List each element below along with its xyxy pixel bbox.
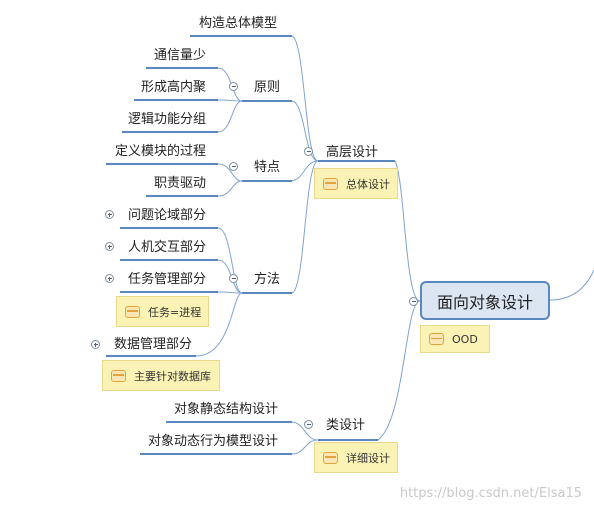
high-level-note[interactable]: 总体设计 <box>314 168 398 199</box>
collapse-icon[interactable] <box>409 297 418 306</box>
method-item[interactable]: 人机交互部分 <box>128 240 207 255</box>
principle-item[interactable]: 通信量少 <box>154 48 207 63</box>
principles-node[interactable]: 原则 <box>254 80 281 95</box>
connector-root-class <box>377 300 421 441</box>
note-icon <box>323 177 338 190</box>
principle-item[interactable]: 逻辑功能分组 <box>128 112 207 127</box>
connector-high-principles <box>291 100 319 162</box>
expand-icon[interactable] <box>91 340 100 349</box>
expand-icon[interactable] <box>105 242 114 251</box>
class-item[interactable]: 对象动态行为模型设计 <box>148 434 279 449</box>
feature-item[interactable]: 职责驱动 <box>154 176 207 191</box>
class-item[interactable]: 对象静态结构设计 <box>174 402 279 417</box>
method-item[interactable]: 数据管理部分 <box>114 337 193 352</box>
collapse-icon[interactable] <box>229 274 238 283</box>
connector-high-methods <box>291 160 319 294</box>
principle-item[interactable]: 形成高内聚 <box>141 80 207 95</box>
expand-icon[interactable] <box>105 274 114 283</box>
features-node[interactable]: 特点 <box>254 160 281 175</box>
construct-model[interactable]: 构造总体模型 <box>199 16 278 31</box>
branch-high-level[interactable]: 高层设计 <box>326 145 379 160</box>
feature-item[interactable]: 定义模块的过程 <box>115 144 207 159</box>
note-icon <box>125 305 140 318</box>
method-item[interactable]: 任务管理部分 <box>128 272 207 287</box>
branch-class-design[interactable]: 类设计 <box>326 418 366 433</box>
connector-root-high <box>394 160 421 302</box>
connector-root-offscreen <box>549 269 594 301</box>
class-design-note[interactable]: 详细设计 <box>314 442 398 473</box>
collapse-icon[interactable] <box>304 147 313 156</box>
task-note[interactable]: 任务=进程 <box>116 296 209 327</box>
collapse-icon[interactable] <box>304 420 313 429</box>
root-node[interactable]: 面向对象设计 <box>420 281 550 320</box>
root-note[interactable]: OOD <box>420 325 490 353</box>
collapse-icon[interactable] <box>229 162 238 171</box>
methods-node[interactable]: 方法 <box>254 272 281 287</box>
expand-icon[interactable] <box>105 210 114 219</box>
note-icon <box>323 451 338 464</box>
note-icon <box>111 369 126 382</box>
method-item[interactable]: 问题论域部分 <box>128 208 207 223</box>
connector-high-construct <box>291 35 319 162</box>
note-icon <box>429 333 444 345</box>
collapse-icon[interactable] <box>229 82 238 91</box>
watermark: https://blog.csdn.net/Elsa15 <box>399 486 582 501</box>
connector-high-features <box>291 160 319 182</box>
data-note[interactable]: 主要针对数据库 <box>102 360 220 391</box>
